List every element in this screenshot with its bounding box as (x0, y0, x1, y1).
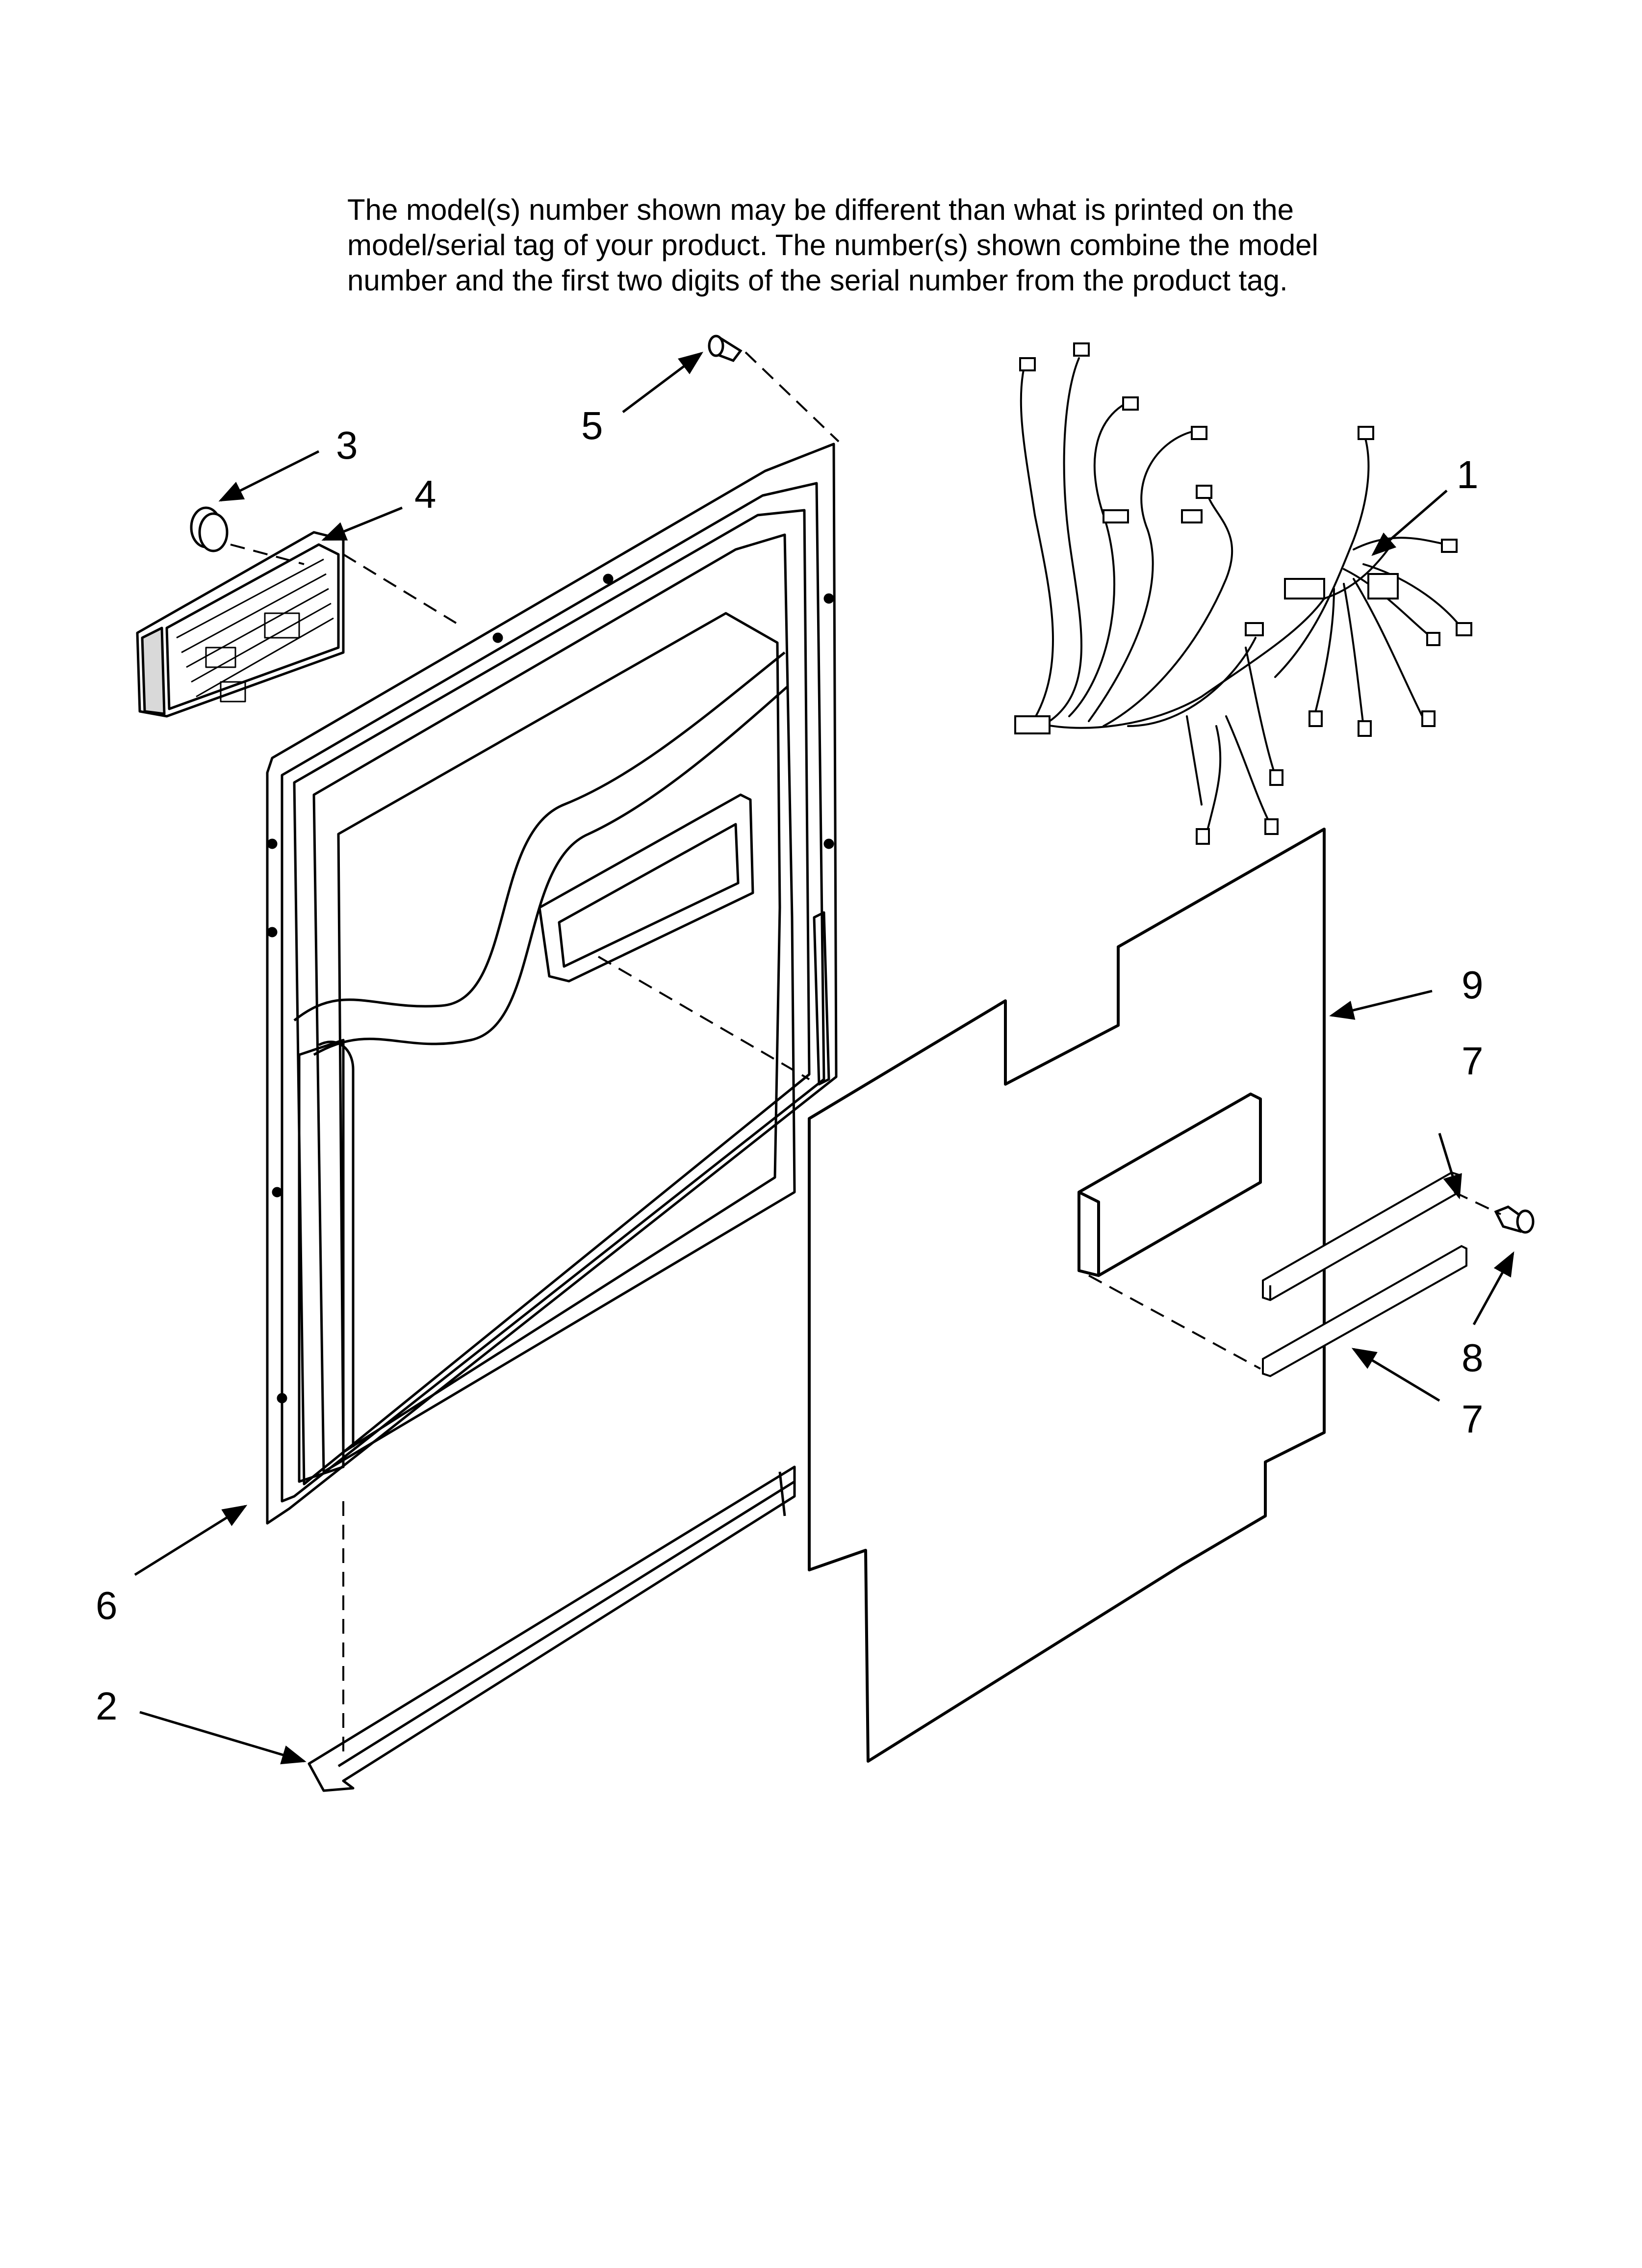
callout-5: 5 (581, 404, 603, 447)
note-line-1: The model(s) number shown may be differe… (347, 193, 1294, 226)
callout-9: 9 (1462, 963, 1484, 1007)
callout-7-upper: 7 (1462, 1039, 1484, 1083)
part-button-cap (190, 506, 229, 552)
part-bracket-lower (1262, 1245, 1467, 1378)
alignment-lines (230, 351, 1501, 1756)
model-number-note: The model(s) number shown may be differe… (347, 192, 1475, 298)
callout-4: 4 (414, 472, 436, 516)
callout-2: 2 (96, 1684, 118, 1728)
callout-leaders (134, 352, 1514, 1765)
callout-1: 1 (1457, 453, 1479, 496)
part-screw-top (708, 335, 743, 362)
callout-8: 8 (1462, 1336, 1484, 1380)
callout-7-lower: 7 (1462, 1397, 1484, 1441)
callout-6: 6 (96, 1584, 118, 1627)
part-wire-harness (1014, 342, 1472, 845)
note-line-3: number and the first two digits of the s… (347, 264, 1288, 297)
part-screw-right (1494, 1205, 1535, 1234)
part-control-module (136, 531, 345, 718)
callout-3: 3 (336, 423, 358, 467)
part-insulation-panel (808, 828, 1326, 1763)
note-line-2: model/serial tag of your product. The nu… (347, 229, 1318, 261)
part-bottom-trim (308, 1465, 796, 1792)
part-inner-door-panel (266, 443, 838, 1525)
callout-numbers: 1 2 3 4 5 6 7 7 8 9 (96, 404, 1484, 1728)
